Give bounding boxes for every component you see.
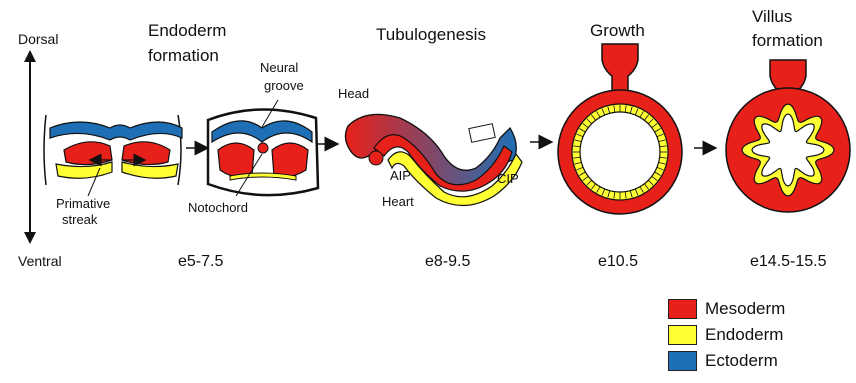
endoderm-swatch [668,325,697,345]
notochord-label: Notochord [188,200,248,215]
mesoderm-swatch [668,299,697,319]
ventral-label: Ventral [18,253,62,269]
primitive-streak-label-line-2: streak [62,212,98,227]
legend-label-endoderm: Endoderm [705,325,783,345]
stage-1-age: e5-7.5 [178,253,223,270]
germ-layer-legend: Mesoderm Endoderm Ectoderm [668,296,848,374]
villus-lumen [752,114,824,186]
gastrula-illustration: Primative streak [44,115,182,227]
stage-4-age: e14.5-15.5 [750,253,827,270]
stage-1-title-line-2: formation [148,46,219,65]
heart-label: Heart [382,194,414,209]
stage-ages: e5-7.5 e8-9.5 e10.5 e14.5-15.5 [178,253,827,270]
dorsal-ventral-axis: Dorsal Ventral [18,31,62,269]
cip-label: CIP [497,171,519,186]
tubulogenesis-illustration: Head AIP Heart CIP [338,86,522,209]
legend-item-ectoderm: Ectoderm [668,348,848,374]
dorsal-label: Dorsal [18,31,58,47]
stage-3-age: e10.5 [598,253,638,270]
gut-growth-illustration [558,44,682,214]
legend-label-mesoderm: Mesoderm [705,299,785,319]
stage-1-title-line-1: Endoderm [148,21,226,40]
neural-groove-label-line-2: groove [264,78,304,93]
ectoderm-swatch [668,351,697,371]
aip-label: AIP [390,168,411,183]
primitive-streak-label-line-1: Primative [56,196,110,211]
stage-3-title: Growth [590,21,645,40]
stage-4-title-line-1: Villus [752,7,792,26]
legend-item-mesoderm: Mesoderm [668,296,848,322]
neurula-illustration: Neural groove Notochord [188,60,318,215]
villus-illustration [726,60,850,212]
stage-2-age: e8-9.5 [425,253,470,270]
neural-groove-label-line-1: Neural [260,60,298,75]
head-label: Head [338,86,369,101]
stage-2-title: Tubulogenesis [376,25,486,44]
legend-item-endoderm: Endoderm [668,322,848,348]
stage-titles: Endoderm formation Tubulogenesis Growth … [148,7,823,65]
legend-label-ectoderm: Ectoderm [705,351,778,371]
stage-4-title-line-2: formation [752,31,823,50]
